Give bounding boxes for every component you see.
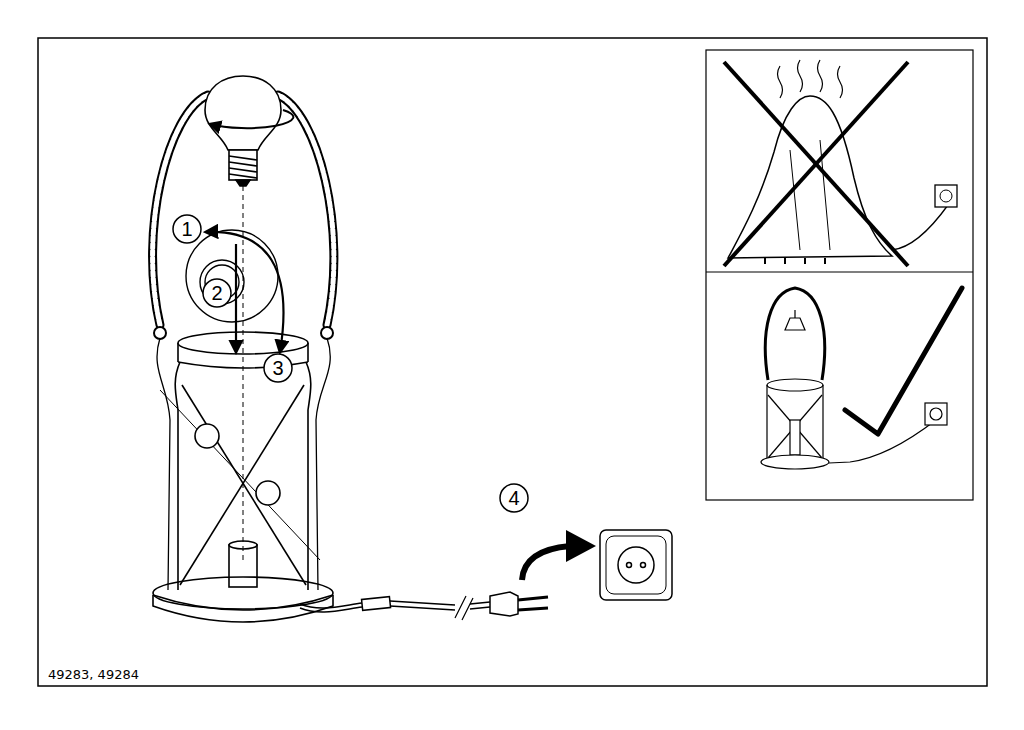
callout-number: 4 (508, 488, 519, 508)
wall-socket (600, 530, 672, 600)
lantern-body-part (153, 577, 333, 609)
plug-in-arrow-part (566, 530, 596, 562)
power-cord-part (362, 597, 391, 611)
warning-covered-lamp-part (818, 60, 823, 92)
light-bulb-part (229, 150, 257, 180)
correct-free-lamp (761, 288, 962, 469)
lantern-body-part (229, 545, 257, 587)
assembly-arrows-part (206, 232, 284, 352)
light-bulb-part (229, 162, 257, 166)
sheet-frame-part (706, 271, 973, 272)
wall-socket-part (618, 547, 654, 583)
callout-circles-part (264, 354, 292, 382)
callout-circles-part (173, 215, 201, 243)
power-cord-part (490, 592, 518, 616)
warning-covered-lamp-part (798, 60, 803, 92)
callout-circles (173, 215, 528, 512)
callout-number: 3 (272, 358, 283, 378)
light-bulb-part (229, 174, 257, 178)
lantern-body-part (160, 390, 320, 560)
warning-covered-lamp (724, 60, 957, 266)
callout-circles-part (500, 484, 528, 512)
sheet-frame-part (38, 38, 987, 686)
warning-covered-lamp-part (724, 62, 908, 266)
light-bulb-part (236, 180, 250, 186)
sheet-frame-part (706, 50, 973, 500)
rope-handle-part (153, 95, 208, 325)
lantern-body-part (157, 338, 170, 590)
warning-covered-lamp-part (935, 185, 957, 207)
power-cord (300, 592, 548, 620)
light-bulb-part (229, 168, 257, 172)
power-cord-part (300, 607, 362, 612)
power-cord-part (390, 601, 455, 610)
correct-free-lamp-part (768, 395, 822, 458)
correct-free-lamp-part (768, 395, 822, 458)
warning-covered-lamp-part (778, 66, 783, 98)
wall-socket-part (641, 563, 646, 568)
correct-free-lamp-part (765, 288, 824, 380)
power-cord-part (455, 596, 473, 620)
power-cord-part (518, 597, 548, 610)
product-code: 49283, 49284 (48, 668, 139, 681)
assembly-arrows-part (243, 186, 244, 560)
correct-free-lamp-part (761, 455, 829, 469)
correct-free-lamp-part (925, 403, 947, 425)
wall-socket-part (600, 530, 672, 600)
light-bulb-part (229, 156, 257, 160)
correct-free-lamp-part (790, 420, 800, 455)
light-bulb (205, 76, 293, 186)
rope-handle-part (278, 95, 334, 325)
warning-covered-lamp-part (838, 66, 843, 98)
wall-socket-part (627, 563, 632, 568)
light-bulb-part (210, 110, 293, 128)
correct-free-lamp-part (767, 385, 823, 460)
power-cord-part (300, 603, 362, 608)
lantern-body-part (153, 595, 333, 622)
rope-handle-part (321, 327, 333, 339)
wall-socket-part (606, 536, 666, 594)
callout-number: 1 (181, 219, 192, 239)
plug-in-arrow (522, 530, 596, 580)
sheet-frame (38, 38, 987, 686)
reflector-ring (186, 230, 278, 322)
warning-covered-lamp-part (765, 258, 825, 264)
correct-free-lamp-part (930, 408, 942, 420)
plug-in-arrow-part (522, 546, 570, 580)
lantern-body-part (195, 424, 219, 448)
power-cord-part (470, 602, 490, 609)
correct-free-lamp-part (767, 379, 823, 391)
correct-free-lamp-part (785, 310, 805, 330)
warning-covered-lamp-part (724, 62, 908, 266)
rope-handle-part (278, 95, 334, 325)
rope-handle-part (154, 327, 166, 339)
light-bulb-part (205, 76, 281, 150)
callout-circles-part (203, 279, 231, 307)
lantern-body-part (316, 338, 330, 590)
lantern-body-part (256, 481, 280, 505)
callout-number: 2 (211, 283, 222, 303)
correct-free-lamp-part (845, 288, 962, 434)
reflector-ring-part (186, 230, 278, 322)
warning-covered-lamp-part (892, 205, 948, 250)
assembly-arrows-part (235, 244, 237, 352)
rope-handle-part (153, 95, 208, 325)
lantern-body-part (153, 595, 333, 610)
warning-covered-lamp-part (940, 190, 952, 202)
